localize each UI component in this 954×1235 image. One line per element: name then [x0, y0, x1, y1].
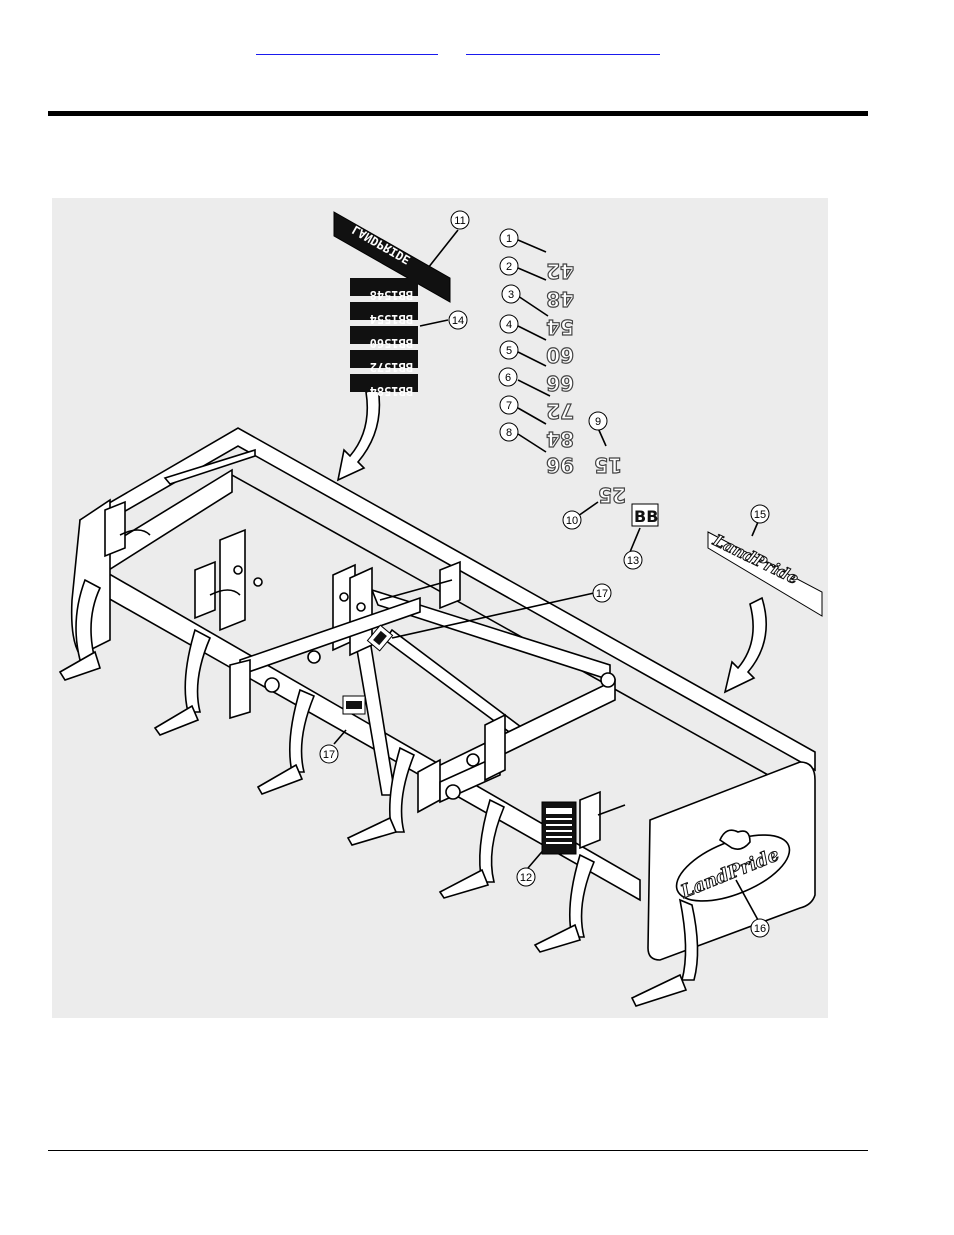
svg-text:84: 84	[546, 427, 574, 451]
callout-6: 6	[498, 367, 518, 387]
svg-text:11: 11	[454, 215, 465, 227]
callout-17-frame: 17	[319, 744, 339, 764]
svg-text:60: 60	[546, 343, 574, 367]
svg-text:17: 17	[596, 588, 608, 600]
svg-text:8: 8	[506, 427, 512, 439]
callout-10: 10	[562, 510, 582, 530]
svg-text:4: 4	[506, 319, 512, 331]
svg-text:16: 16	[754, 923, 766, 935]
svg-text:15: 15	[754, 509, 766, 521]
callout-7: 7	[499, 395, 519, 415]
svg-text:42: 42	[546, 259, 574, 283]
frame-decal-front	[342, 695, 366, 715]
svg-text:66: 66	[546, 371, 574, 395]
svg-text:14: 14	[452, 315, 464, 327]
svg-text:10: 10	[566, 515, 578, 527]
svg-text:LandPride: LandPride	[709, 530, 801, 588]
model-decal-3: BB1560	[370, 336, 413, 350]
callout-15: 15	[750, 504, 770, 524]
shank-5	[478, 798, 506, 883]
svg-text:BB: BB	[634, 507, 658, 526]
svg-text:12: 12	[520, 872, 532, 884]
model-decal-4: BB1572	[370, 360, 413, 374]
svg-text:48: 48	[546, 287, 574, 311]
svg-text:13: 13	[627, 555, 639, 567]
shank-6	[568, 853, 596, 938]
shank-7	[678, 898, 699, 981]
header-link-1[interactable]	[256, 38, 438, 55]
svg-text:6: 6	[505, 372, 511, 384]
landpride-side-decal: LandPride	[707, 530, 823, 617]
class-decals: 15 25	[594, 452, 627, 507]
svg-text:96: 96	[546, 453, 574, 477]
arrow-to-box	[336, 386, 381, 482]
frame-decal-hitch	[366, 624, 394, 652]
size-decals: 42 48 54 60 66 72 84 96	[546, 258, 575, 477]
callout-3: 3	[501, 284, 521, 304]
svg-text:54: 54	[546, 315, 574, 339]
callout-8: 8	[499, 422, 519, 442]
model-decal-5: BB1584	[370, 384, 413, 398]
svg-text:1: 1	[506, 233, 512, 245]
callout-1: 1	[499, 228, 519, 248]
model-decal-plates: BB1548 BB1554 BB1560 BB1572 BB1584	[350, 278, 418, 398]
callout-4: 4	[499, 314, 519, 334]
svg-text:2: 2	[506, 261, 512, 273]
landpride-decal: LANDPRIDE	[333, 211, 451, 303]
svg-text:72: 72	[546, 399, 574, 423]
warning-decal	[541, 801, 577, 855]
svg-text:17: 17	[323, 749, 335, 761]
callout-5: 5	[499, 340, 519, 360]
callout-2: 2	[499, 256, 519, 276]
callout-17-hitch: 17	[592, 583, 612, 603]
bb-decal: BB	[631, 503, 659, 527]
arrow-to-side-plate	[723, 596, 767, 694]
svg-text:9: 9	[595, 416, 601, 428]
callout-12: 12	[516, 867, 536, 887]
model-decal-1: BB1548	[370, 288, 413, 302]
svg-text:25: 25	[598, 483, 626, 507]
svg-text:3: 3	[508, 289, 514, 301]
header-link-2[interactable]	[466, 38, 660, 55]
header-rule	[48, 111, 868, 116]
svg-text:15: 15	[594, 453, 622, 477]
model-decal-2: BB1554	[370, 312, 413, 326]
svg-text:7: 7	[506, 400, 512, 412]
footer-rule	[48, 1150, 868, 1151]
callout-13: 13	[623, 550, 643, 570]
callout-9: 9	[588, 411, 608, 431]
callouts: 1 2 3 4 5 6 7 8 9 10 11 12 13 14 15 16 1…	[319, 210, 770, 938]
callout-16: 16	[750, 918, 770, 938]
callout-14: 14	[448, 310, 468, 330]
shank-4	[388, 746, 416, 833]
svg-text:5: 5	[506, 345, 512, 357]
callout-11: 11	[450, 210, 470, 230]
